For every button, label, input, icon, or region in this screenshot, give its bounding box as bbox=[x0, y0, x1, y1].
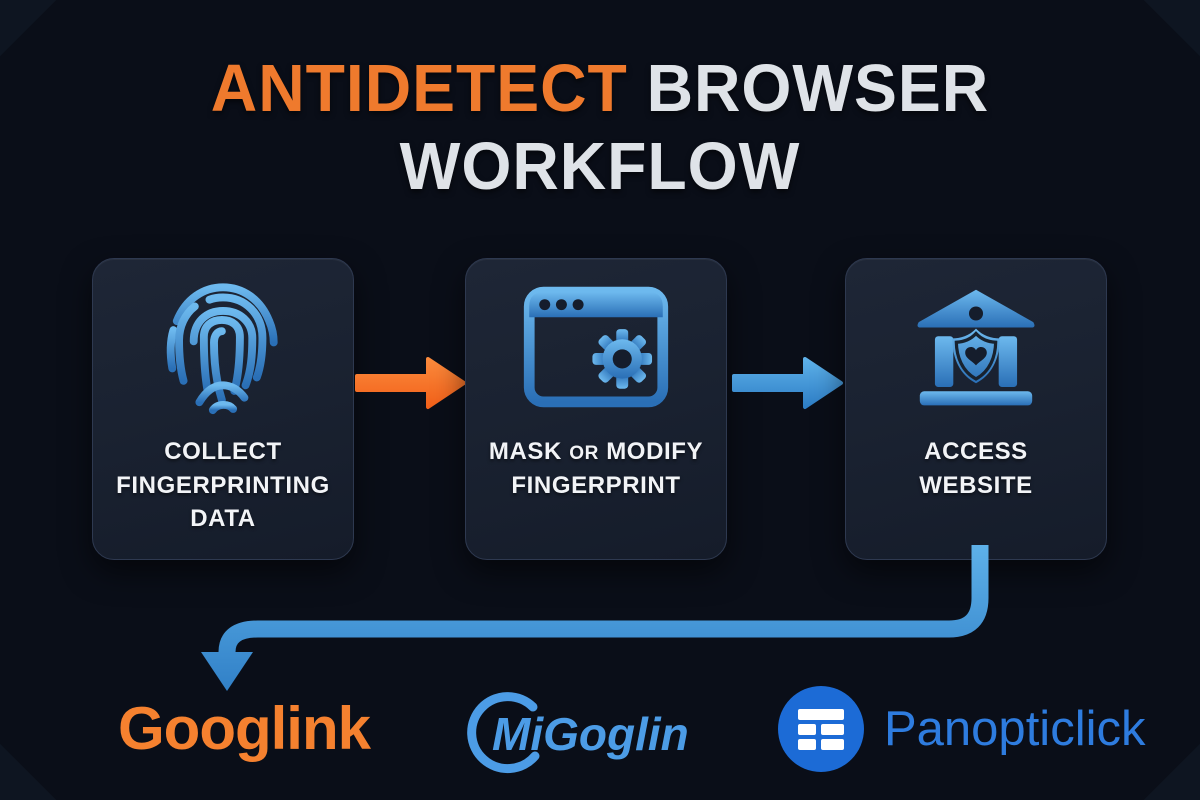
googlink-wordmark: Googlink bbox=[118, 695, 371, 762]
step-label-mask: MASK OR MODIFY FINGERPRINT bbox=[488, 438, 704, 499]
panopticlick-wordmark: Panopticlick bbox=[884, 702, 1146, 756]
connector-mask-to-access bbox=[729, 353, 845, 418]
step-card-access: ACCESS WEBSITE bbox=[845, 258, 1107, 560]
logo-panopticlick: Panopticlick bbox=[778, 686, 1145, 772]
connector-access-to-sites bbox=[190, 545, 1020, 705]
title-line-2: WORKFLOW bbox=[399, 128, 801, 204]
step-card-mask: MASK OR MODIFY FINGERPRINT bbox=[465, 258, 727, 560]
title-rest: BROWSER bbox=[646, 51, 990, 126]
title-accent: ANTIDETECT bbox=[210, 51, 628, 126]
logo-googlink: Googlink bbox=[118, 694, 371, 763]
connector-collect-to-mask bbox=[352, 353, 468, 418]
heart-icon bbox=[965, 347, 987, 366]
logo-migoglin: MiGoglin bbox=[463, 690, 689, 778]
elbow-down-arrow-icon bbox=[201, 545, 989, 691]
shield-outline bbox=[954, 331, 998, 381]
bank-shield-icon bbox=[917, 289, 1035, 406]
fingerprint-icon bbox=[166, 283, 278, 415]
step-card-collect: COLLECT FINGERPRINTING DATA bbox=[92, 258, 354, 560]
step-label-collect: COLLECT FINGERPRINTING DATA bbox=[116, 438, 330, 533]
migoglin-wordmark: MiGoglin bbox=[492, 708, 689, 760]
step-label-access: ACCESS WEBSITE bbox=[919, 438, 1033, 499]
right-arrow-icon bbox=[732, 357, 843, 409]
c-arc-icon bbox=[467, 692, 540, 774]
title-line-1: ANTIDETECT BROWSER bbox=[24, 50, 1176, 128]
gear-icon bbox=[592, 329, 653, 389]
table-grid-icon bbox=[778, 686, 864, 772]
right-arrow-icon bbox=[355, 357, 466, 409]
page-title: ANTIDETECT BROWSER WORKFLOW bbox=[24, 50, 1176, 205]
browser-settings-icon bbox=[523, 286, 669, 408]
